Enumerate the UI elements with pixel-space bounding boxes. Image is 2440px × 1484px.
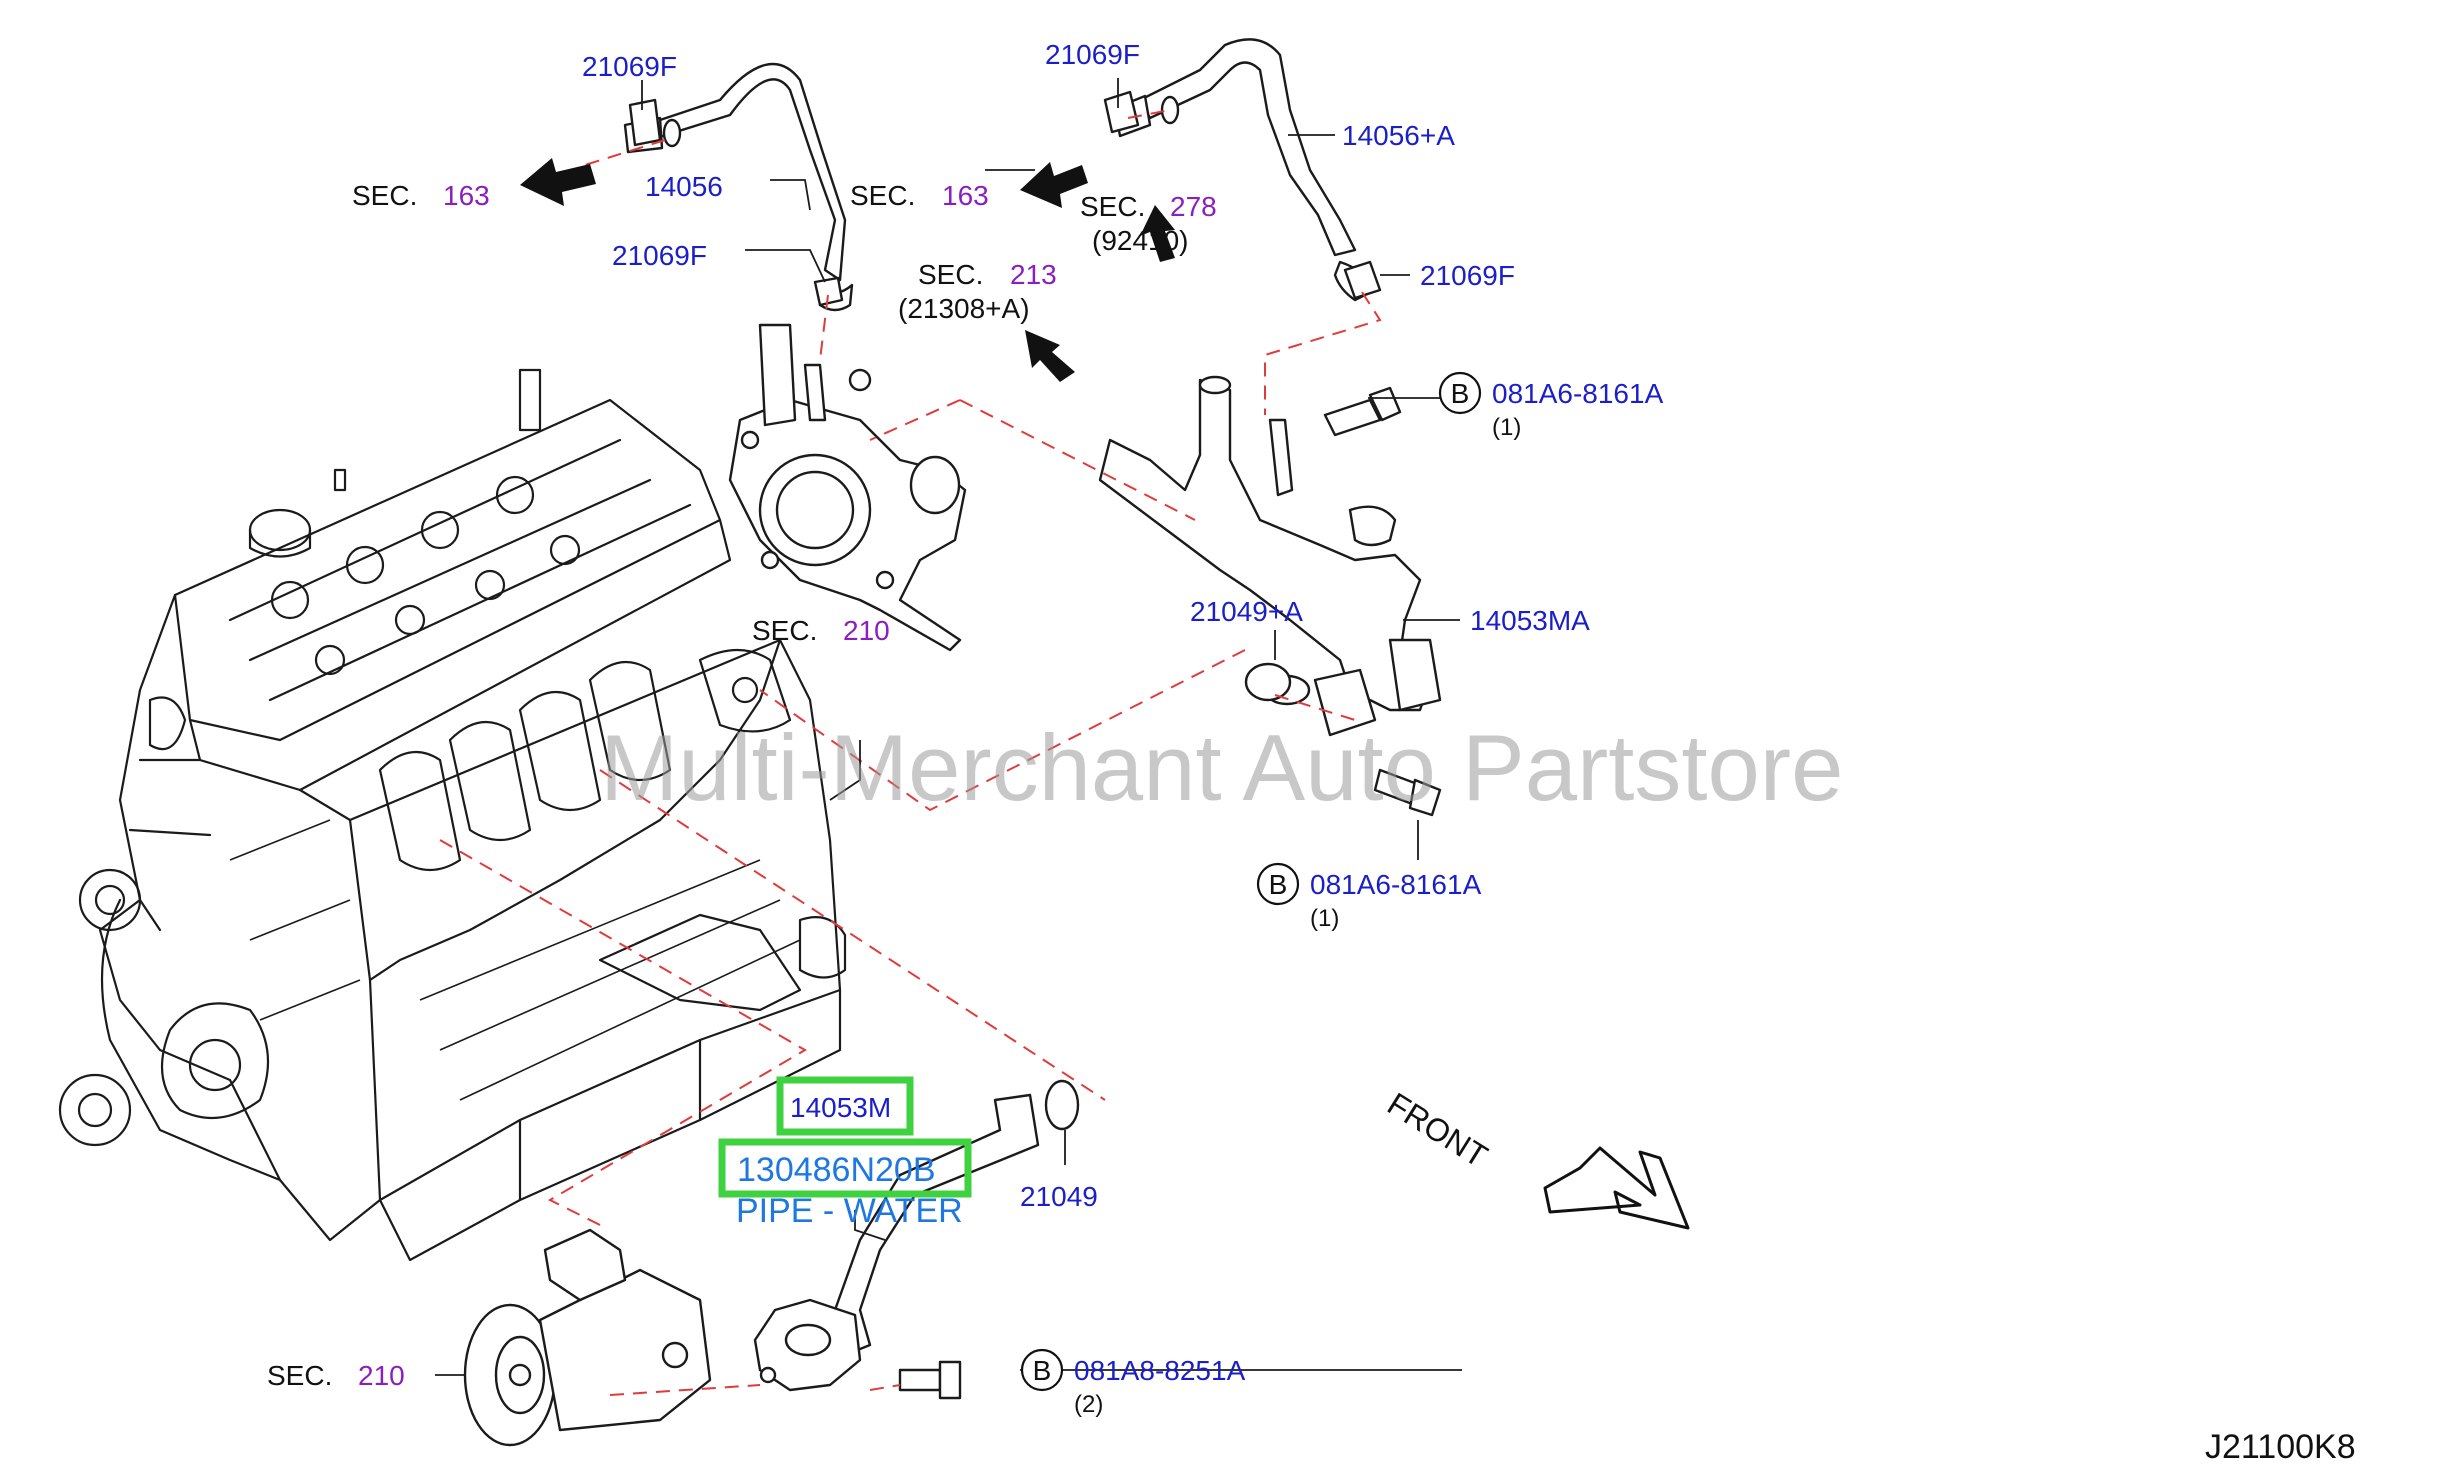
highlight-oem-number [718,1138,972,1198]
bolts-drawing [898,386,1442,1400]
label-21049A[interactable]: 21049+A [1190,596,1303,627]
label-14056[interactable]: 14056 [645,171,723,202]
sec-prefix-6: SEC. [267,1360,332,1391]
sec-number-163-left[interactable]: 163 [443,180,490,211]
water-pipe-14053M-drawing [753,1093,1040,1392]
b-marker-bottom: B [1033,1355,1052,1386]
label-14053M[interactable]: 14053M [790,1092,891,1123]
label-21069F-bottom-right[interactable]: 21069F [1420,260,1515,291]
label-081A6-8161A-top[interactable]: 081A6-8161A [1492,378,1664,409]
section-references: SEC. 163 SEC. 163 SEC. 278 (92410) SEC. … [267,180,1217,1391]
sec-prefix-3: SEC. [1080,191,1145,222]
outlet-pipe-14053MA-drawing [1098,375,1442,737]
sec-number-163-right[interactable]: 163 [942,180,989,211]
b-marker-top: B [1451,378,1470,409]
sec-prefix-1: SEC. [352,180,417,211]
sec-number-278[interactable]: 278 [1170,191,1217,222]
label-qty-bottom: (2) [1074,1391,1103,1418]
sec-number-210-upper[interactable]: 210 [843,615,890,646]
arrow-sec163-left [520,158,596,206]
arrow-sec278 [1140,205,1175,262]
water-pump-drawing [463,1228,712,1447]
b-marker-mid: B [1269,869,1288,900]
sec-number-213[interactable]: 213 [1010,259,1057,290]
sec-prefix-4: SEC. [918,259,983,290]
clamps-drawing [628,90,1382,307]
label-pipe-water: PIPE - WATER [736,1192,963,1230]
label-081A6-8161A-mid[interactable]: 081A6-8161A [1310,869,1482,900]
front-direction-arrow [1543,1146,1690,1230]
sec-number-210-lower[interactable]: 210 [358,1360,405,1391]
assembly-dashed-lines [439,109,1382,1396]
label-qty-mid: (1) [1310,905,1339,932]
front-label: FRONT [1381,1085,1494,1174]
hose-14056A-drawing [1113,38,1377,302]
label-qty-top: (1) [1492,414,1521,441]
label-081A8-8251A[interactable]: 081A8-8251A [1074,1355,1246,1386]
label-oem-130486N20B[interactable]: 130486N20B [737,1151,936,1189]
label-14053MA[interactable]: 14053MA [1470,605,1590,636]
sec-prefix-5: SEC. [752,615,817,646]
label-21069F-bottom-left[interactable]: 21069F [612,240,707,271]
arrow-sec163-right [1020,162,1088,208]
gaskets-drawing [1044,662,1292,1131]
sec-prefix-2: SEC. [850,180,915,211]
sec-sub-21308A: (21308+A) [898,293,1030,324]
drawing-code: J21100K8 [2205,1428,2356,1466]
watermark: Multi-Merchant Auto Partstore [600,715,1843,820]
part-labels: 21069F 14056 21069F 21069F 14056+A 21069… [582,39,1664,1418]
label-21069F-top-left[interactable]: 21069F [582,51,677,82]
sec-sub-92410: (92410) [1092,225,1189,256]
label-14056A[interactable]: 14056+A [1342,120,1455,151]
arrow-sec213 [1025,330,1075,382]
highlight-part-number [776,1076,914,1136]
highlight-boxes [718,1076,972,1198]
water-outlet-housing-drawing [728,323,967,652]
label-21049[interactable]: 21049 [1020,1181,1098,1212]
bolt-markers: B B B [1020,371,1482,1392]
leader-lines [435,78,1462,1376]
engine-block-illustration [58,368,847,1262]
section-arrows [520,158,1175,382]
label-21069F-top-right[interactable]: 21069F [1045,39,1140,70]
